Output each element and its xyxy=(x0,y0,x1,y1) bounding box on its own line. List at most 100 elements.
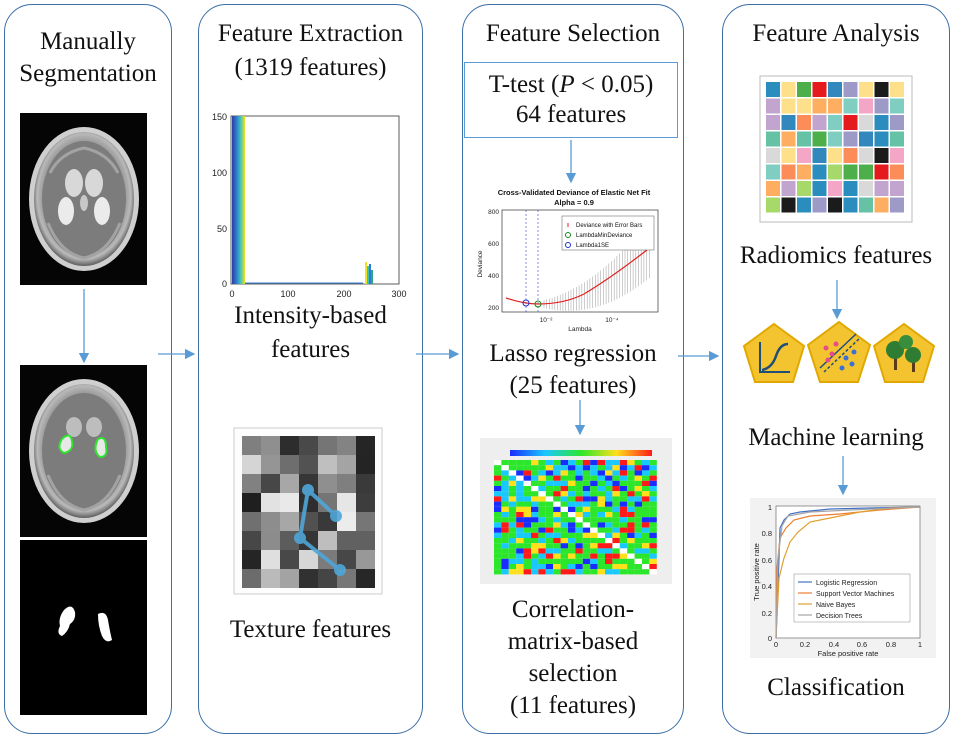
correlation-cell xyxy=(508,512,517,518)
correlation-cell xyxy=(634,486,642,492)
intensity-histogram: 150 100 50 0 0 100 200 300 xyxy=(212,112,407,299)
correlation-cell xyxy=(568,475,576,481)
correlation-cell xyxy=(501,465,509,471)
radiomics-cell xyxy=(812,181,827,196)
texture-cell xyxy=(280,436,299,455)
correlation-cell xyxy=(575,491,583,497)
roc-x-tick: 0.4 xyxy=(829,640,839,649)
radiomics-cell xyxy=(766,98,780,114)
correlation-cell xyxy=(568,496,576,502)
correlation-cell xyxy=(508,527,517,533)
correlation-cell xyxy=(516,470,524,476)
cv-deviance-plot: Cross-Validated Deviance of Elastic Net … xyxy=(477,188,659,333)
correlation-cell xyxy=(597,496,605,502)
radiomics-cell xyxy=(890,181,904,196)
correlation-cell xyxy=(642,553,650,559)
texture-cell xyxy=(242,436,261,455)
correlation-cell xyxy=(649,465,657,471)
lasso-label-line1: Lasso regression xyxy=(489,340,657,367)
correlation-cell xyxy=(612,538,620,544)
cv-y-tick: 600 xyxy=(488,241,499,248)
correlation-cell xyxy=(627,538,635,544)
correlation-cell xyxy=(508,522,517,528)
correlation-cell xyxy=(575,558,583,564)
cv-y-tick: 800 xyxy=(488,209,499,216)
correlation-cell xyxy=(523,543,531,549)
correlation-cell xyxy=(508,480,517,486)
correlation-cell xyxy=(538,564,546,570)
texture-cell xyxy=(261,455,280,474)
correlation-cell xyxy=(560,475,568,481)
correlation-cell xyxy=(605,496,613,502)
correlation-cell xyxy=(590,506,598,512)
correlation-cell xyxy=(634,564,642,570)
correlation-cell xyxy=(634,470,642,476)
correlation-cell xyxy=(538,465,546,471)
correlation-cell xyxy=(523,465,531,471)
correlation-cell xyxy=(494,496,502,502)
texture-cell xyxy=(261,436,280,455)
radiomics-cell xyxy=(781,181,796,196)
correlation-cell xyxy=(582,522,591,528)
correlation-cell xyxy=(582,470,591,476)
correlation-cell xyxy=(560,480,568,486)
correlation-cell xyxy=(612,470,620,476)
correlation-cell xyxy=(627,543,635,549)
texture-cell xyxy=(242,493,261,512)
correlation-cell xyxy=(634,569,642,575)
correlation-cell xyxy=(612,475,620,481)
correlation-cell xyxy=(553,496,561,502)
correlation-cell xyxy=(508,548,517,554)
roc-x-tick: 1 xyxy=(918,640,922,649)
correlation-cell xyxy=(590,553,598,559)
correlation-cell xyxy=(494,543,502,549)
texture-cell xyxy=(261,474,280,493)
correlation-cell xyxy=(545,553,554,559)
texture-cell xyxy=(337,550,356,569)
segmentation-title-line2: Segmentation xyxy=(19,60,157,87)
correlation-cell xyxy=(582,475,591,481)
correlation-cell xyxy=(642,465,650,471)
radiomics-cell xyxy=(874,197,889,213)
correlation-cell xyxy=(545,506,554,512)
correlation-cell xyxy=(568,532,576,538)
correlation-cell xyxy=(494,569,502,575)
correlation-cell xyxy=(597,465,605,471)
correlation-cell xyxy=(642,558,650,564)
correlation-cell xyxy=(501,522,509,528)
texture-grid-image xyxy=(233,427,383,595)
radiomics-cell xyxy=(828,197,842,213)
correlation-cell xyxy=(575,553,583,559)
correlation-cell xyxy=(553,569,561,575)
correlation-cell xyxy=(523,569,531,575)
correlation-cell xyxy=(568,543,576,549)
correlation-cell xyxy=(582,548,591,554)
correlation-cell xyxy=(575,475,583,481)
correlation-cell xyxy=(575,517,583,523)
correlation-cell xyxy=(612,460,620,466)
correlation-cell xyxy=(516,564,524,570)
correlation-cell xyxy=(627,470,635,476)
correlation-cell xyxy=(494,512,502,518)
correlation-cell xyxy=(560,491,568,497)
correlation-cell xyxy=(627,480,635,486)
correlation-cell xyxy=(545,532,554,538)
radiomics-cell xyxy=(843,115,858,130)
correlation-cell xyxy=(560,527,568,533)
radiomics-cell xyxy=(828,164,842,180)
correlation-cell xyxy=(597,538,605,544)
correlation-cell xyxy=(508,475,517,481)
correlation-cell xyxy=(612,491,620,497)
texture-cell xyxy=(280,569,299,588)
correlation-cell xyxy=(516,532,524,538)
correlation-cell xyxy=(649,532,657,538)
correlation-cell xyxy=(501,496,509,502)
texture-cell xyxy=(356,531,375,550)
radiomics-cell xyxy=(812,115,827,130)
correlation-cell xyxy=(508,460,517,466)
radiomics-cell xyxy=(859,164,873,180)
panel-feature-selection: Feature Selection Lasso regression (25 f… xyxy=(462,4,684,734)
correlation-cell xyxy=(508,553,517,559)
correlation-matrix-heatmap xyxy=(480,438,672,584)
correlation-cell xyxy=(516,501,524,507)
